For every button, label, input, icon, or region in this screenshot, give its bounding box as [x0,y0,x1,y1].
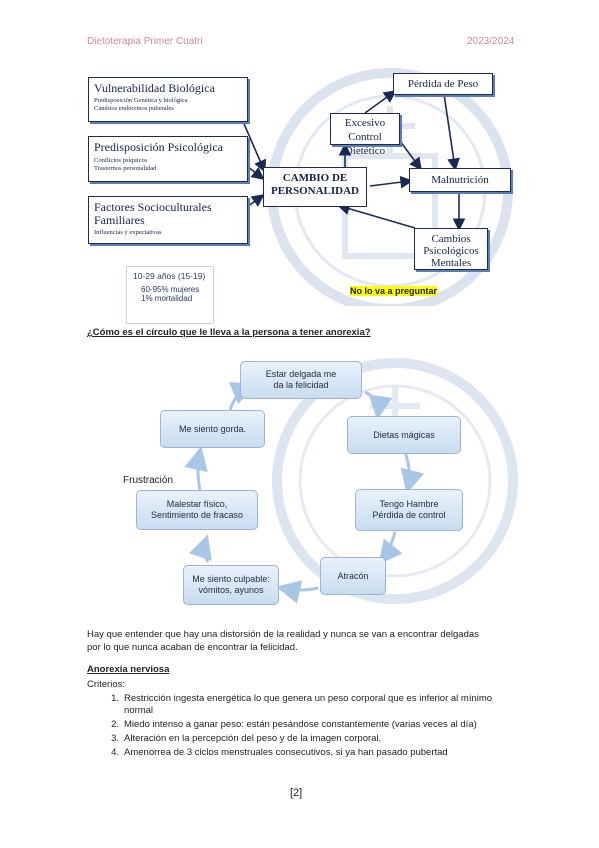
cycle-node-estar-delgada: Estar delgada me da la felicidad [240,361,362,399]
stats-box: 10-29 años (15-19) 60-95% mujeres 1% mor… [126,266,214,324]
section-title: Anorexia nerviosa [87,664,170,675]
box-cambio-personalidad: CAMBIO DE PERSONALIDAD [263,167,367,207]
cycle-node-dietas-magicas: Dietas mágicas [347,416,461,454]
header-left: Dietoterapia Primer Cuatri [87,36,203,47]
box-factores-socioculturales: Factores Socioculturales Familiares Infl… [88,196,248,244]
box-malnutricion: Malnutrición [409,168,511,192]
page-number: [2] [290,787,303,799]
frustration-label: Frustración [123,475,174,486]
criteria-label: Criterios: [87,679,126,690]
box-vulnerabilidad-biologica: Vulnerabilidad Biológica Predisposición … [88,77,248,122]
box-predisposicion-psicologica: Predisposición Psicológica Conflictos ps… [88,136,248,182]
paragraph-line-1: Hay que entender que hay una distorsión … [87,629,479,640]
cycle-node-malestar: Malestar físico, Sentimiento de fracaso [136,490,258,530]
question-heading: ¿Cómo es el círculo que le lleva a la pe… [87,327,371,338]
cycle-node-atracon: Atracón [320,557,386,595]
paragraph-line-2: por lo que nunca acaban de encontrar la … [87,642,298,653]
box-perdida-peso: Pérdida de Peso [393,73,493,95]
box-cambios-psicologicos: Cambios Psicológicos Mentales [414,228,488,270]
box-excesivo-control: Excesivo Control Dietético [330,113,400,157]
cycle-arrows [184,382,425,604]
cycle-node-tengo-hambre: Tengo Hambre Pérdida de control [355,489,463,531]
header-right: 2023/2024 [467,36,515,47]
cycle-node-culpable: Me siento culpable: vómitos, ayunos [183,565,279,605]
cycle-node-me-siento-gorda: Me siento gorda. [160,410,265,448]
highlight-note: No lo va a preguntar [350,286,438,296]
